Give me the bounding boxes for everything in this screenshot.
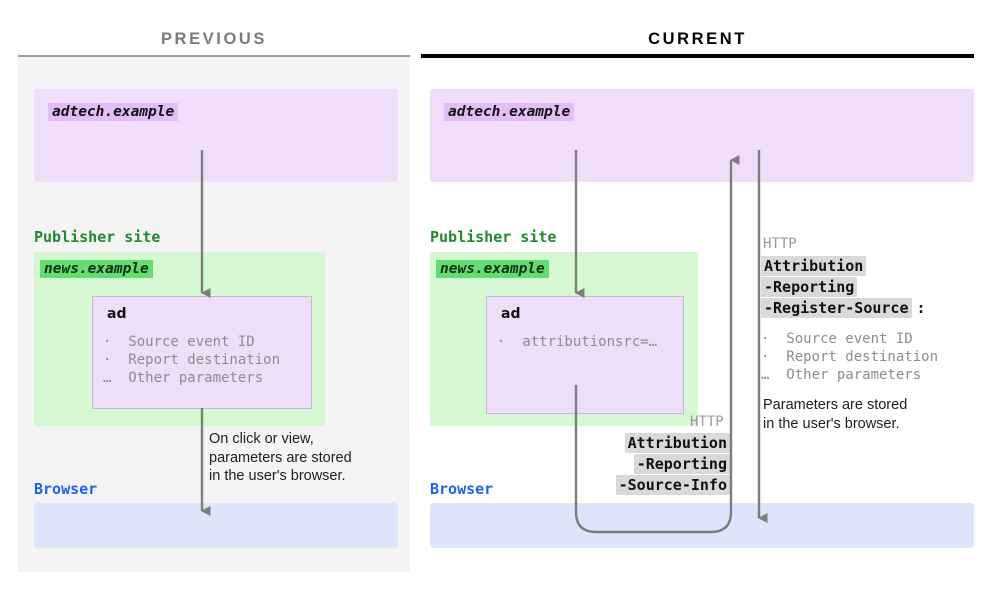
request-header-line: -Reporting bbox=[560, 454, 730, 475]
adtech-domain-chip-previous: adtech.example bbox=[48, 103, 179, 121]
adtech-region-current: adtech.example bbox=[430, 89, 974, 182]
request-header-stack: Attribution -Reporting -Source-Info bbox=[560, 433, 730, 496]
request-header-line: Attribution bbox=[560, 433, 730, 454]
publisher-site-label-previous: Publisher site bbox=[34, 228, 161, 246]
http-label-request: HTTP bbox=[690, 414, 724, 430]
request-header-line: -Source-Info bbox=[560, 475, 730, 496]
publisher-domain-chip-current: news.example bbox=[436, 260, 549, 278]
response-parameters: · Source event ID · Report destination …… bbox=[761, 331, 939, 383]
column-title-previous: PREVIOUS bbox=[160, 30, 268, 48]
response-header-stack: Attribution -Reporting -Register-Source: bbox=[761, 256, 926, 319]
publisher-site-label-current: Publisher site bbox=[430, 228, 557, 246]
ad-parameters-previous: · Source event ID · Report destination …… bbox=[103, 334, 281, 386]
ad-creative-box-previous: ad · Source event ID · Report destinatio… bbox=[92, 296, 312, 409]
ad-parameters-current: · attributionsrc=… bbox=[497, 334, 658, 350]
http-label-response: HTTP bbox=[763, 236, 797, 252]
adtech-region-previous: adtech.example bbox=[34, 89, 398, 182]
response-header-line: -Register-Source: bbox=[761, 298, 926, 319]
browser-region-previous bbox=[34, 503, 398, 548]
response-header-line: Attribution bbox=[761, 256, 926, 277]
browser-label-current: Browser bbox=[430, 480, 494, 498]
response-header-line: -Reporting bbox=[761, 277, 926, 298]
note-current: Parameters are stored in the user's brow… bbox=[763, 397, 908, 432]
browser-region-current bbox=[430, 503, 974, 548]
ad-creative-box-current: ad · attributionsrc=… bbox=[486, 296, 684, 414]
ad-box-title-previous: ad bbox=[107, 306, 127, 322]
adtech-domain-chip-current: adtech.example bbox=[444, 103, 575, 121]
divider-previous bbox=[18, 55, 410, 57]
column-title-current: CURRENT bbox=[648, 30, 747, 48]
divider-current bbox=[421, 54, 974, 58]
browser-label-previous: Browser bbox=[34, 480, 98, 498]
publisher-domain-chip-previous: news.example bbox=[40, 260, 153, 278]
ad-box-title-current: ad bbox=[501, 306, 521, 322]
note-previous: On click or view, parameters are stored … bbox=[209, 431, 352, 484]
